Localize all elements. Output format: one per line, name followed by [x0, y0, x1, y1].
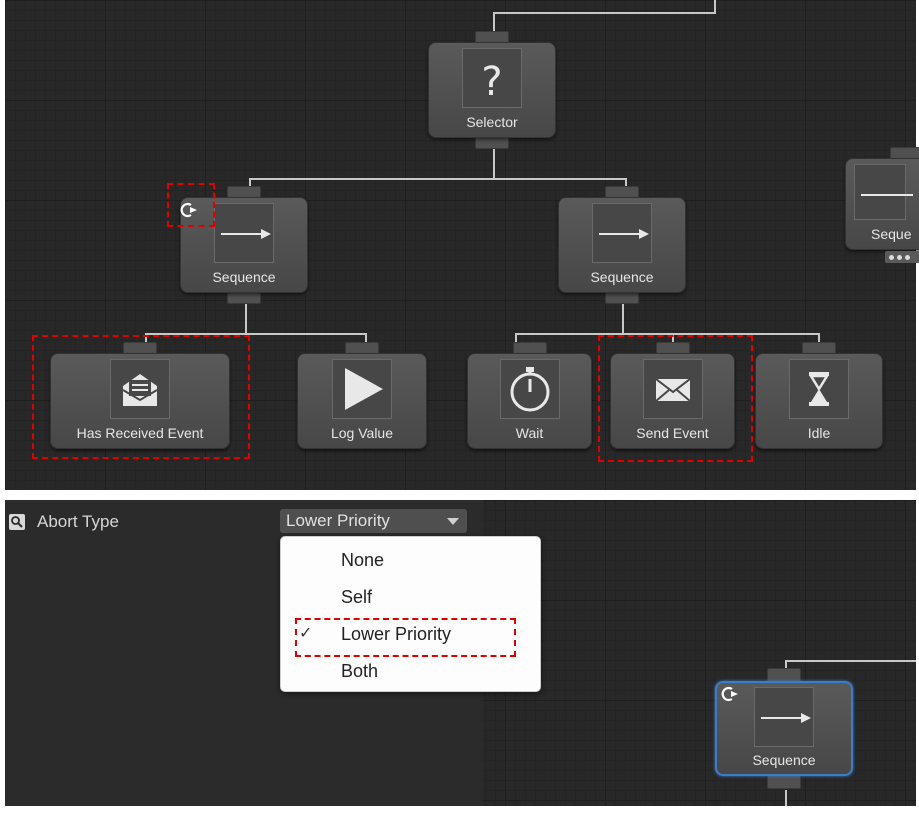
menu-item-self[interactable]: Self	[281, 579, 540, 615]
menu-item-none[interactable]: None	[281, 542, 540, 578]
question-icon: ?	[462, 48, 522, 108]
wire	[785, 790, 787, 806]
wire	[145, 333, 147, 343]
selector-node[interactable]: ? Selector	[428, 31, 556, 149]
highlight-box	[295, 618, 516, 657]
wire	[249, 178, 251, 187]
wire	[245, 303, 247, 333]
inspector-and-graph: Sequence Abort Type Lower Priority None …	[5, 500, 916, 806]
abort-type-row: Abort Type	[9, 512, 119, 532]
dropdown-value: Lower Priority	[286, 511, 390, 530]
wire	[515, 333, 517, 343]
output-port[interactable]	[767, 774, 801, 789]
wire	[493, 148, 495, 178]
sequence-node-left[interactable]: Sequence	[180, 186, 308, 304]
menu-item-label: None	[341, 550, 385, 570]
play-icon	[332, 359, 392, 419]
node-label: Seque	[871, 226, 912, 242]
wire	[493, 12, 495, 32]
arrow-right-icon	[592, 203, 652, 263]
open-envelope-icon	[110, 359, 170, 419]
send-event-node[interactable]: Send Event	[610, 342, 735, 449]
sequence-node-partial[interactable]: Seque	[845, 147, 919, 250]
wire	[818, 333, 820, 343]
idle-node[interactable]: Idle	[755, 342, 883, 449]
node-label: Idle	[807, 425, 831, 441]
abort-indicator-icon	[721, 686, 738, 702]
wire	[714, 0, 716, 14]
arrow-right-icon	[214, 203, 274, 263]
highlight-box	[32, 335, 250, 459]
wire	[785, 660, 916, 662]
node-label: Sequence	[212, 269, 276, 285]
menu-item-lower-priority[interactable]: ✓ Lower Priority	[281, 616, 540, 652]
node-label: Sequence	[590, 269, 654, 285]
sequence-node-right[interactable]: Sequence	[558, 186, 686, 304]
wire	[515, 333, 820, 335]
more-dots[interactable]	[885, 251, 919, 263]
menu-item-label: Both	[341, 661, 379, 681]
wire	[622, 303, 624, 333]
node-label: Selector	[466, 114, 518, 130]
magnifier-icon[interactable]	[9, 514, 25, 530]
wire	[249, 178, 627, 180]
wire	[672, 333, 674, 343]
abort-indicator-icon	[180, 202, 197, 218]
wire	[625, 178, 627, 187]
menu-item-label: Self	[341, 587, 373, 607]
arrow-right-icon	[754, 687, 814, 747]
has-received-event-node[interactable]: Has Received Event	[50, 342, 230, 449]
node-label: Sequence	[752, 752, 816, 768]
envelope-icon	[642, 359, 703, 419]
behavior-tree-graph[interactable]: ? Selector Sequence Sequence Seque	[5, 0, 919, 490]
caret-down-icon	[447, 518, 459, 525]
stopwatch-icon	[499, 359, 560, 419]
log-value-node[interactable]: Log Value	[297, 342, 427, 449]
highlight-box	[598, 335, 753, 462]
node-label: Log Value	[330, 425, 393, 441]
node-label: Has Received Event	[76, 425, 204, 441]
menu-item-label: Lower Priority	[341, 624, 452, 644]
arrow-right-icon	[854, 164, 913, 220]
wire	[493, 12, 716, 14]
hourglass-icon	[789, 359, 849, 419]
abort-type-menu: None Self ✓ Lower Priority Both	[280, 536, 541, 692]
check-icon: ✓	[299, 625, 313, 642]
highlight-box	[167, 183, 215, 227]
wire	[145, 333, 367, 335]
menu-item-both[interactable]: Both	[281, 653, 540, 689]
abort-type-dropdown[interactable]: Lower Priority	[280, 509, 467, 533]
sequence-node-selected[interactable]: Sequence	[715, 668, 853, 789]
wire	[365, 333, 367, 343]
svg-text:?: ?	[481, 59, 502, 105]
abort-type-label: Abort Type	[37, 512, 119, 531]
node-label: Send Event	[636, 425, 709, 441]
wait-node[interactable]: Wait	[467, 342, 592, 449]
node-label: Wait	[515, 425, 544, 441]
